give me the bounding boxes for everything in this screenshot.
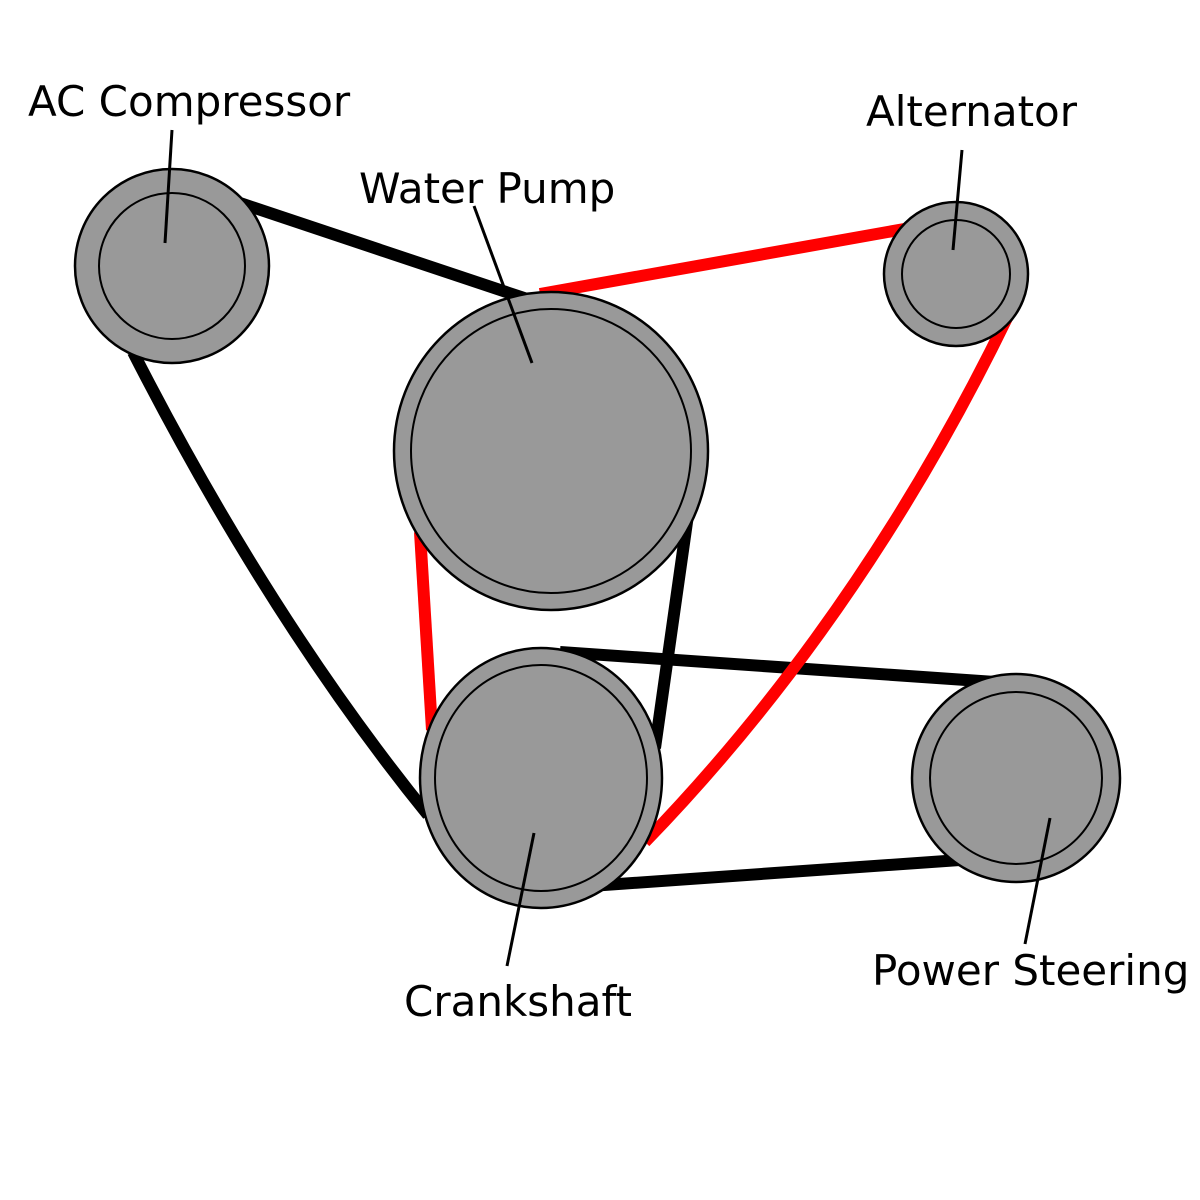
red-belt bbox=[414, 222, 1013, 847]
label-crankshaft: Crankshaft bbox=[404, 977, 632, 1026]
pulley-ac-compressor bbox=[73, 167, 271, 365]
pulley-crankshaft bbox=[418, 646, 664, 910]
pulley-power-steering bbox=[910, 672, 1122, 884]
black-belt-ac-to-waterpump bbox=[226, 193, 529, 305]
red-belt-waterpump-to-alternator bbox=[538, 222, 912, 300]
label-ac-compressor: AC Compressor bbox=[28, 77, 351, 126]
red-belt-alternator-to-crankshaft bbox=[640, 315, 1013, 847]
leader-power-steering bbox=[1023, 817, 1052, 945]
black-belt-crankshaft-to-powersteering-top bbox=[559, 646, 996, 688]
leader-lines bbox=[163, 129, 1052, 967]
black-belt-ac-to-crankshaft bbox=[127, 349, 433, 819]
leader-crankshaft bbox=[505, 832, 536, 967]
pulley-alternator bbox=[882, 200, 1030, 348]
black-belt-waterpump-to-crankshaft bbox=[649, 514, 694, 749]
pulley-water-pump bbox=[392, 290, 710, 612]
label-water-pump: Water Pump bbox=[359, 164, 615, 213]
label-power-steering: Power Steering bbox=[872, 946, 1189, 995]
red-belt-waterpump-to-crankshaft bbox=[414, 531, 438, 731]
black-belt bbox=[127, 193, 996, 892]
leader-alternator bbox=[951, 149, 964, 251]
label-alternator: Alternator bbox=[866, 87, 1078, 136]
black-belt-crankshaft-to-powersteering-bottom bbox=[589, 854, 961, 892]
leader-ac-compressor bbox=[163, 129, 174, 244]
leader-water-pump bbox=[472, 205, 534, 364]
